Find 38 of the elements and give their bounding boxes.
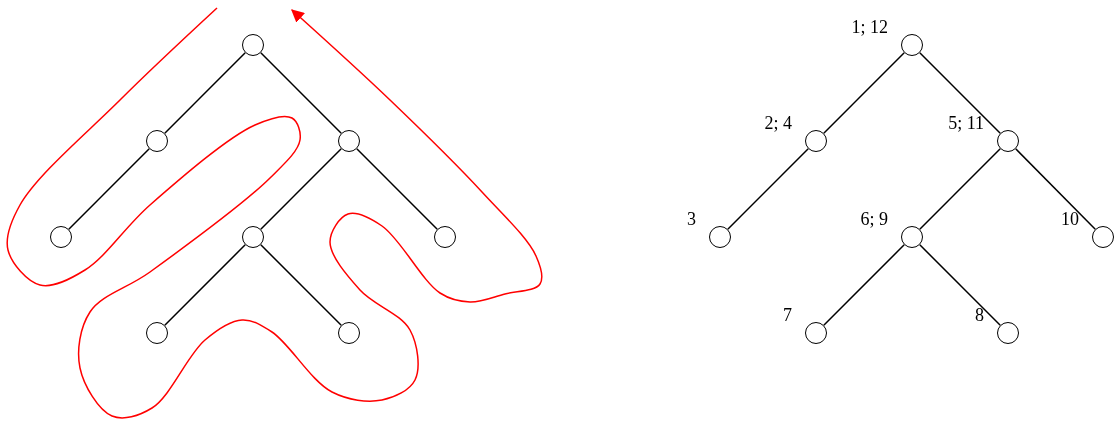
connector-line — [919, 244, 1001, 326]
node-label: 5; 11 — [948, 113, 984, 134]
tree-node-circle — [997, 130, 1019, 152]
tree-node-circle — [242, 34, 264, 56]
connector-line — [260, 244, 342, 326]
connector-line — [823, 244, 905, 326]
tree-node-circle — [805, 322, 827, 344]
connector-line — [68, 148, 150, 230]
node-label: 6; 9 — [860, 209, 888, 230]
node-label: 10 — [1061, 209, 1079, 230]
tree-node-circle — [805, 130, 827, 152]
connector-line — [356, 148, 438, 230]
connector-line — [919, 52, 1001, 134]
tree-node-circle — [901, 226, 923, 248]
node-label: 2; 4 — [764, 113, 792, 134]
node-label: 1; 12 — [851, 17, 888, 38]
connector-line — [260, 148, 342, 230]
tree-node-circle — [434, 226, 456, 248]
node-label: 7 — [783, 305, 792, 326]
node-label: 8 — [975, 305, 984, 326]
connector-line — [823, 52, 905, 134]
connector-line — [1015, 148, 1096, 230]
tree-node-circle — [338, 130, 360, 152]
tree-node-circle — [338, 322, 360, 344]
connector-line — [164, 52, 246, 134]
tree-node-circle — [997, 322, 1019, 344]
connector-line — [727, 148, 809, 230]
tree-node-circle — [146, 130, 168, 152]
tree-node-circle — [50, 226, 72, 248]
node-label: 3 — [687, 209, 696, 230]
tree-node-circle — [242, 226, 264, 248]
tree-node-circle — [1092, 226, 1114, 248]
connector-line — [260, 52, 342, 134]
tree-node-circle — [709, 226, 731, 248]
tree-node-circle — [901, 34, 923, 56]
tree-node-circle — [146, 322, 168, 344]
connector-line — [919, 148, 1001, 230]
connector-line — [164, 244, 246, 326]
